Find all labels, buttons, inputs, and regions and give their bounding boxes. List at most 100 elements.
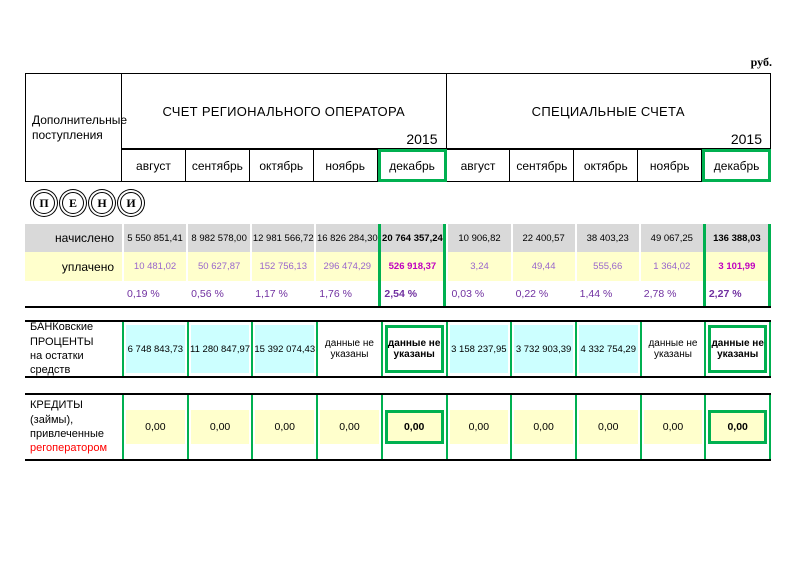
percent-row: 0,19 % 0,56 % 1,17 % 1,76 % 2,54 % 0,03 … xyxy=(25,281,771,308)
table-header: Дополнительные поступления СЧЕТ РЕГИОНАЛ… xyxy=(25,73,772,182)
percent-value-december: 2,27 % xyxy=(702,281,771,306)
bank-value: 6 748 843,73 xyxy=(126,325,185,373)
paid-value: 1 364,02 xyxy=(638,252,703,281)
accrued-row: начислено 5 550 851,41 8 982 578,00 12 9… xyxy=(25,224,771,252)
spacer xyxy=(25,378,771,393)
corner-header: Дополнительные поступления xyxy=(25,73,127,182)
bank-no-data: данные не указаны xyxy=(320,325,379,373)
percent-value-december: 2,54 % xyxy=(378,281,447,306)
peni-logo-cell: П Е Н И xyxy=(25,192,142,214)
month-header-december: декабрь xyxy=(702,149,772,182)
credit-value: 0,00 xyxy=(514,410,573,444)
percent-value: 0,56 % xyxy=(191,287,224,300)
credits-row: КРЕДИТЫ (займы), привлеченные регоперато… xyxy=(25,395,772,459)
bank-no-data-december: данные не указаны xyxy=(384,325,444,373)
month-header: ноябрь xyxy=(638,149,703,182)
paid-value: 3,24 xyxy=(446,252,510,281)
accrued-value: 12 981 566,72 xyxy=(250,224,314,252)
accrued-value-december: 136 388,03 xyxy=(702,224,771,252)
paid-value-december: 3 101,99 xyxy=(702,252,771,281)
paid-value: 296 474,29 xyxy=(314,252,378,281)
credit-label-line3: регоператором xyxy=(30,442,108,455)
accrued-value: 8 982 578,00 xyxy=(186,224,250,252)
peni-letter: И xyxy=(120,192,142,214)
month-header: сентябрь xyxy=(510,149,575,182)
peni-letter: Е xyxy=(62,192,84,214)
percent-value: 1,44 % xyxy=(579,287,613,300)
credit-value-december: 0,00 xyxy=(708,410,768,444)
bank-interest-section: БАНКовские ПРОЦЕНТЫ на остатки средств 6… xyxy=(25,320,772,378)
paid-label: уплачено xyxy=(61,259,114,274)
accrued-value: 49 067,25 xyxy=(638,224,703,252)
accrued-value: 5 550 851,41 xyxy=(122,224,186,252)
accrued-value: 22 400,57 xyxy=(510,224,575,252)
group-year-special: 2015 xyxy=(730,131,762,147)
paid-value: 50 627,87 xyxy=(186,252,250,281)
peni-letter: Н xyxy=(91,192,113,214)
spacer xyxy=(25,308,771,320)
bank-interest-row: БАНКовские ПРОЦЕНТЫ на остатки средств 6… xyxy=(25,321,772,377)
bank-no-data: данные не указаны xyxy=(643,325,703,373)
paid-value: 49,44 xyxy=(510,252,575,281)
month-header: октябрь xyxy=(574,149,639,182)
credit-value: 0,00 xyxy=(190,410,250,444)
bank-interest-label: БАНКовские ПРОЦЕНТЫ на остатки средств xyxy=(25,321,122,377)
bank-value: 3 732 903,39 xyxy=(514,325,573,373)
bank-value: 15 392 074,43 xyxy=(254,325,315,373)
credit-value: 0,00 xyxy=(255,410,315,444)
percent-value: 0,19 % xyxy=(127,287,160,300)
bank-value: 3 158 237,95 xyxy=(449,325,509,373)
credit-value: 0,00 xyxy=(126,410,185,444)
bank-label-line3: на остатки средств xyxy=(30,350,84,377)
group-title-special: СПЕЦИАЛЬНЫЕ СЧЕТА xyxy=(531,103,685,119)
credit-value: 0,00 xyxy=(449,410,509,444)
group-headers: СЧЕТ РЕГИОНАЛЬНОГО ОПЕРАТОРА 2015 СПЕЦИА… xyxy=(122,73,771,149)
accrued-value-december: 20 764 357,24 xyxy=(378,224,447,252)
paid-row: уплачено 10 481,02 50 627,87 152 756,13 … xyxy=(25,252,771,281)
bank-value: 11 280 847,97 xyxy=(190,325,250,373)
bank-value: 4 332 754,29 xyxy=(578,325,638,373)
month-header: сентябрь xyxy=(185,149,250,182)
credit-label-line1: КРЕДИТЫ (займы), xyxy=(30,399,83,426)
bank-label-line1: БАНКовские xyxy=(30,321,94,334)
group-title-regional: СЧЕТ РЕГИОНАЛЬНОГО ОПЕРАТОРА xyxy=(162,103,406,119)
currency-label: руб. xyxy=(750,55,772,69)
percent-value: 0,22 % xyxy=(515,287,549,300)
group-header-regional: СЧЕТ РЕГИОНАЛЬНОГО ОПЕРАТОРА 2015 xyxy=(122,73,447,149)
paid-value: 152 756,13 xyxy=(250,252,314,281)
credit-label-line2: привлеченные xyxy=(30,428,105,440)
corner-title: Дополнительные поступления xyxy=(32,112,127,142)
percent-value: 0,03 % xyxy=(451,287,485,300)
credit-value: 0,00 xyxy=(578,410,638,444)
percent-value: 1,17 % xyxy=(255,287,288,300)
accrued-label: начислено xyxy=(55,231,114,245)
accrued-value: 38 403,23 xyxy=(574,224,639,252)
group-year-regional: 2015 xyxy=(406,131,438,147)
percent-value: 1,76 % xyxy=(319,287,352,300)
header-columns: СЧЕТ РЕГИОНАЛЬНОГО ОПЕРАТОРА 2015 СПЕЦИА… xyxy=(122,73,772,182)
month-headers: август сентябрь октябрь ноябрь декабрь а… xyxy=(122,149,772,182)
bank-label-line2: ПРОЦЕНТЫ xyxy=(30,335,94,348)
report-table: Дополнительные поступления СЧЕТ РЕГИОНАЛ… xyxy=(25,73,772,461)
accrued-value: 16 826 284,30 xyxy=(314,224,378,252)
credit-value-december: 0,00 xyxy=(384,410,444,444)
paid-value: 10 481,02 xyxy=(122,252,186,281)
percent-label xyxy=(25,281,122,306)
credits-label: КРЕДИТЫ (займы), привлеченные регоперато… xyxy=(25,395,122,459)
accrued-value: 10 906,82 xyxy=(446,224,510,252)
group-header-special: СПЕЦИАЛЬНЫЕ СЧЕТА 2015 xyxy=(446,73,771,149)
credit-value: 0,00 xyxy=(320,410,379,444)
bank-no-data-december: данные не указаны xyxy=(708,325,768,373)
month-header: август xyxy=(446,149,511,182)
peni-letter: П xyxy=(33,192,55,214)
peni-logo: П Е Н И xyxy=(25,192,142,214)
paid-value: 555,66 xyxy=(574,252,639,281)
credits-section: КРЕДИТЫ (займы), привлеченные регоперато… xyxy=(25,393,772,461)
month-header: август xyxy=(122,149,186,182)
peni-row: П Е Н И xyxy=(25,182,771,224)
month-header: октябрь xyxy=(249,149,314,182)
month-header: ноябрь xyxy=(313,149,378,182)
credit-value: 0,00 xyxy=(643,410,703,444)
month-header-december: декабрь xyxy=(377,149,447,182)
